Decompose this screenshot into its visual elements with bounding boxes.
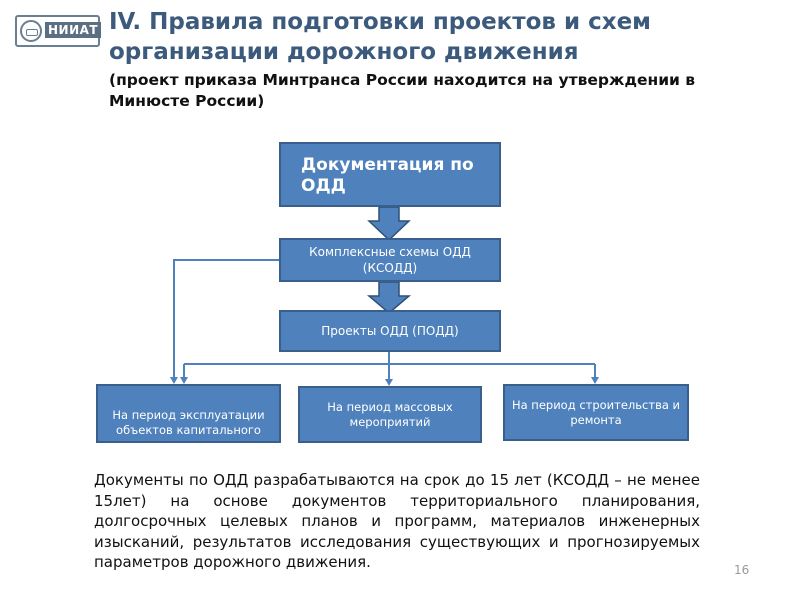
arrowhead-left-1 (170, 377, 178, 384)
leaf-box-construction: На период строительства и ремонта (503, 384, 689, 441)
body-paragraph: Документы по ОДД разрабатываются на срок… (94, 471, 700, 571)
leaf-box-exploitation-label: На период эксплуатации объектов капиталь… (112, 408, 265, 437)
page-number: 16 (734, 563, 750, 577)
car-emblem-icon (20, 20, 42, 42)
ksodd-box-label: Комплексные схемы ОДД (КСОДД) (309, 245, 471, 275)
podd-box-label: Проекты ОДД (ПОДД) (321, 324, 459, 338)
ksodd-box: Комплексные схемы ОДД (КСОДД) (279, 238, 501, 282)
arrowhead-middle (385, 379, 393, 386)
slide-title: IV. Правила подготовки проектов и схем о… (109, 9, 651, 65)
leaf-box-mass-events-label: На период массовых мероприятий (327, 399, 453, 429)
logo-text: НИИАТ (45, 22, 102, 38)
niiat-logo: НИИАТ (15, 15, 102, 47)
leaf-box-construction-label: На период строительства и ремонта (511, 397, 681, 427)
podd-box: Проекты ОДД (ПОДД) (279, 310, 501, 352)
connector-ksodd-to-exploitation (173, 259, 279, 378)
arrowhead-right (591, 377, 599, 384)
arrowhead-left-2 (180, 377, 188, 384)
block-arrow-root-to-ksodd (367, 206, 411, 242)
block-arrow-ksodd-to-podd (366, 281, 412, 314)
leaf-box-exploitation: На период эксплуатации объектов капиталь… (96, 384, 281, 443)
slide-subtitle: (проект приказа Минтранса России находит… (109, 71, 696, 110)
root-box-label: Документация по ОДД (301, 155, 474, 196)
leaf-box-mass-events: На период массовых мероприятий (298, 386, 482, 443)
root-box-documentation: Документация по ОДД (279, 142, 501, 207)
